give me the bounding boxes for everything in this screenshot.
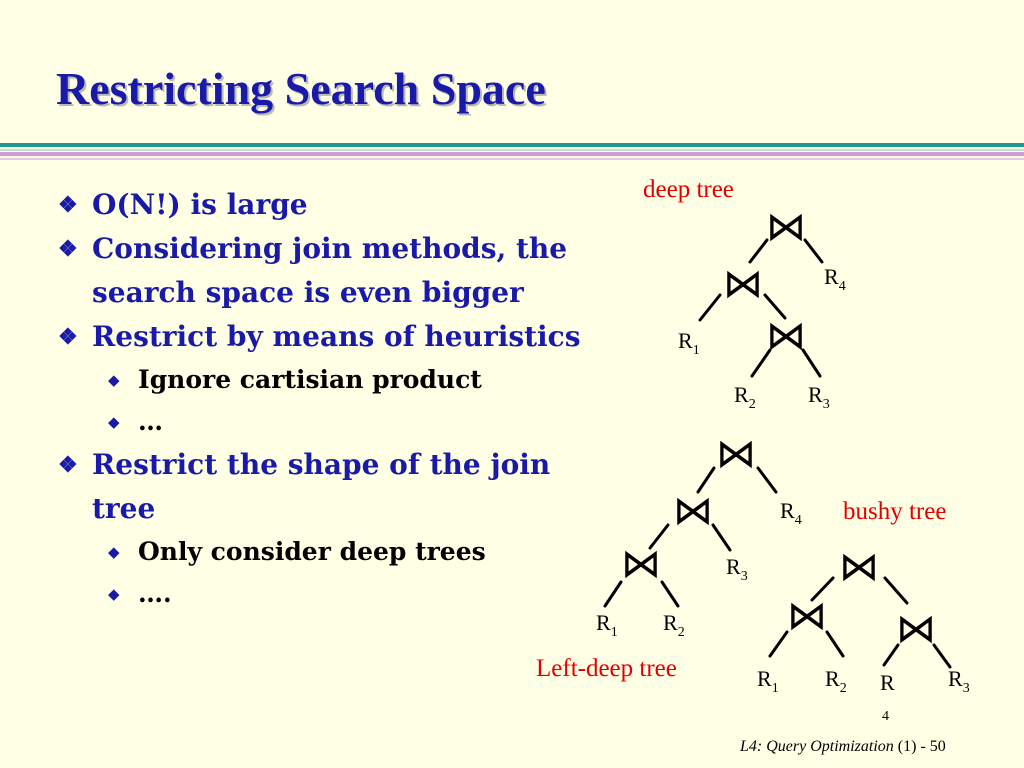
small-diamond-bullet-icon: ◆	[108, 413, 120, 431]
bullet-text: O(N!) is large	[92, 188, 308, 221]
diamond-bullet-icon: ❖	[58, 192, 78, 218]
left-deep-tree-label: Left-deep tree	[536, 655, 677, 682]
relation-label-r3: R3	[948, 666, 970, 696]
join-operator-icon: ⋈	[716, 431, 756, 476]
small-diamond-bullet-icon: ◆	[108, 585, 120, 603]
sub-bullet-text: ….	[138, 579, 172, 608]
sub-bullet-item: ◆ Only consider deep trees	[58, 531, 618, 573]
diamond-bullet-icon: ❖	[58, 452, 78, 478]
join-operator-icon: ⋈	[787, 593, 827, 638]
bullet-item: ❖ Restrict by means of heuristics	[58, 315, 618, 359]
slide-title: Restricting Search Space	[56, 63, 546, 114]
footer-page-number: (1) - 50	[893, 738, 946, 755]
diamond-bullet-icon: ❖	[58, 324, 78, 350]
relation-label-r1: R1	[596, 610, 618, 640]
join-operator-icon: ⋈	[839, 544, 879, 589]
join-operator-icon: ⋈	[621, 541, 661, 586]
title-divider	[0, 143, 1024, 160]
bushy-tree-label: bushy tree	[843, 498, 947, 525]
bullet-item: ❖ O(N!) is large	[58, 183, 618, 227]
relation-label-r2: R2	[734, 382, 756, 412]
small-diamond-bullet-icon: ◆	[108, 543, 120, 561]
join-operator-icon: ⋈	[673, 488, 713, 533]
join-operator-icon: ⋈	[896, 606, 936, 651]
footer-course: L4: Query Optimization	[740, 738, 894, 755]
sub-bullet-text: Ignore cartisian product	[138, 365, 482, 394]
bullet-list: ❖ O(N!) is large ❖ Considering join meth…	[58, 183, 618, 615]
relation-label-r2: R2	[825, 666, 847, 696]
join-operator-icon: ⋈	[766, 204, 806, 249]
join-operator-icon: ⋈	[723, 261, 763, 306]
sub-bullet-item: ◆ ….	[58, 573, 618, 615]
relation-label-r1: R1	[678, 328, 700, 358]
sub-bullet-item: ◆ …	[58, 401, 618, 443]
diamond-bullet-icon: ❖	[58, 236, 78, 262]
deep-tree-label: deep tree	[643, 176, 734, 203]
small-diamond-bullet-icon: ◆	[108, 371, 120, 389]
join-operator-icon: ⋈	[766, 313, 806, 358]
relation-label-r1: R1	[757, 666, 779, 696]
relation-label-r3: R3	[726, 554, 748, 584]
relation-label-r2: R2	[663, 610, 685, 640]
relation-label-r4: R4	[824, 264, 846, 294]
sub-bullet-text: Only consider deep trees	[138, 537, 486, 566]
bullet-text: Restrict the shape of the join tree	[92, 448, 551, 525]
bullet-text: Considering join methods, the search spa…	[92, 232, 568, 309]
bullet-item: ❖ Restrict the shape of the join tree	[58, 443, 618, 531]
bullet-text: Restrict by means of heuristics	[92, 320, 581, 353]
bullet-item: ❖ Considering join methods, the search s…	[58, 227, 618, 315]
slide-footer: L4: Query Optimization (1) - 50	[740, 738, 946, 756]
relation-label-r3: R3	[808, 382, 830, 412]
sub-bullet-item: ◆ Ignore cartisian product	[58, 359, 618, 401]
sub-bullet-text: …	[138, 407, 163, 436]
relation-label-r4: R4	[780, 498, 802, 528]
